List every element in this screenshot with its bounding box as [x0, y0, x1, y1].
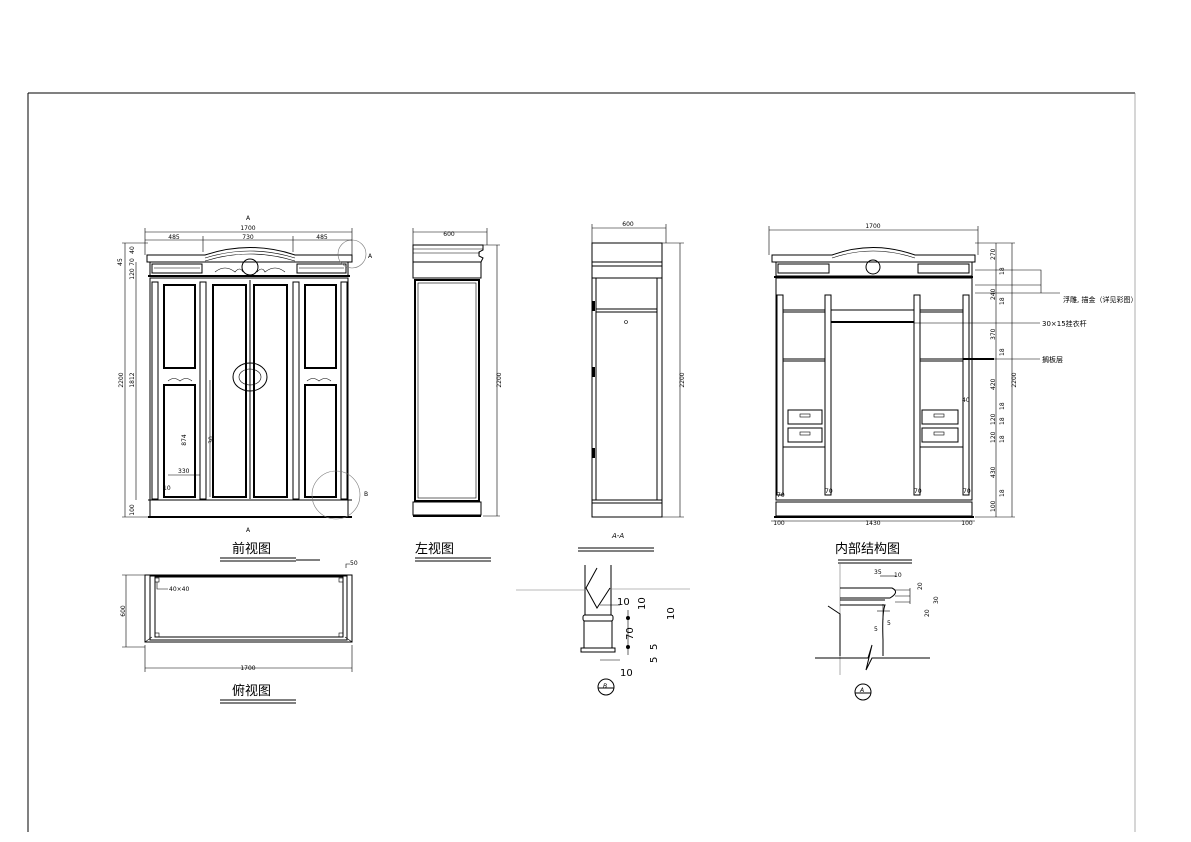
dim-b-1: 10: [617, 597, 630, 608]
dim-internal-right: 18: [999, 489, 1006, 497]
dim-front-panel-width: 330: [178, 468, 190, 475]
dim-front-top-3: 120: [129, 268, 136, 280]
dim-top-post: 40×40: [169, 586, 189, 593]
dim-front-panel-height: 874: [181, 434, 188, 446]
dim-internal-right: 18: [999, 402, 1006, 410]
dim-internal-right: 270: [990, 248, 997, 260]
dim-a-6: 5: [887, 620, 891, 627]
dim-top-width: 1700: [240, 665, 255, 672]
dim-internal-right: 430: [990, 466, 997, 478]
dim-internal-right: 240: [990, 288, 997, 300]
dim-front-side-right: 485: [316, 234, 328, 241]
dim-front-height: 2200: [118, 372, 125, 387]
crest-ornament: [241, 258, 259, 276]
title-top-view: 俯视图: [232, 683, 271, 699]
post-label: 40: [962, 397, 970, 404]
dim-top-depth: 600: [120, 605, 127, 617]
internal-right-dims: 270 18 240 18 370 18 420 18 120 18 120 1…: [990, 248, 1006, 512]
title-internal-view: 内部结构图: [835, 541, 900, 557]
dim-internal-right: 120: [990, 431, 997, 443]
dim-a-5: 20: [924, 609, 931, 617]
dim-front-width: 1700: [240, 225, 255, 232]
dim-section-depth: 600: [622, 221, 634, 228]
dim-internal-bottom-3: 100: [961, 520, 973, 527]
dim-front-center: 730: [242, 234, 254, 241]
dim-internal-right: 370: [990, 328, 997, 340]
title-left-view: 左视图: [415, 542, 454, 557]
dim-a-2: 10: [894, 572, 902, 579]
dim-internal-bottom-2: 1430: [865, 520, 880, 527]
dim-front-handle: 30: [208, 436, 215, 444]
dim-a-4: 30: [933, 596, 940, 604]
detail-marker-b: B: [364, 491, 368, 498]
dim-internal-right: 120: [990, 413, 997, 425]
dim-front-body-height: 1812: [129, 372, 136, 387]
note-shelf: 搁板层: [1042, 355, 1063, 364]
dim-internal-height: 2200: [1011, 372, 1018, 387]
dim-front-cornice: 45: [117, 258, 124, 266]
dim-internal-right: 18: [999, 417, 1006, 425]
door-handle-ornament: [232, 362, 268, 392]
left-view: [412, 228, 500, 517]
dim-internal-right: 18: [999, 348, 1006, 356]
dim-b-2: 10: [637, 597, 648, 610]
front-view: [122, 228, 367, 520]
note-hanging-rod: 30×15挂衣杆: [1042, 319, 1087, 328]
dim-internal-right: 18: [999, 435, 1006, 443]
post-label: 70: [963, 488, 971, 495]
dim-front-side-left: 485: [168, 234, 180, 241]
dim-internal-width: 1700: [865, 223, 880, 230]
dim-top-offset: 50: [350, 560, 358, 567]
dim-front-top-1: 40: [129, 246, 136, 254]
dim-a-7: 5: [874, 626, 878, 633]
sheet-frame: [27, 92, 1136, 832]
dim-internal-right: 18: [999, 267, 1006, 275]
top-view: [122, 559, 353, 672]
dim-internal-bottom-1: 100: [773, 520, 785, 527]
post-label: 70: [777, 492, 785, 499]
dim-front-edge: 10: [163, 485, 171, 492]
title-front-view: 前视图: [232, 541, 271, 557]
dim-internal-right: 18: [999, 297, 1006, 305]
detail-a-marker: A: [859, 687, 864, 694]
dim-b-7: 10: [620, 668, 633, 679]
title-section-view: A-A: [611, 532, 624, 540]
dim-a-3: 20: [917, 582, 924, 590]
dim-left-height: 2200: [496, 372, 503, 387]
dim-b-5: 5: [649, 644, 660, 650]
dim-internal-right: 420: [990, 378, 997, 390]
dim-section-height: 2200: [679, 372, 686, 387]
internal-view: [768, 226, 1060, 522]
post-label: 70: [825, 488, 833, 495]
detail-b-marker: B: [603, 683, 607, 690]
section-marker-bottom: A: [246, 527, 251, 534]
dim-front-top-2: 70: [129, 258, 136, 266]
note-carving: 浮雕, 描金（详见彩图）: [1063, 295, 1137, 304]
detail-b: [516, 565, 690, 696]
dim-front-plinth: 100: [129, 504, 136, 516]
section-marker-top: A: [246, 215, 251, 222]
dim-internal-right: 100: [990, 500, 997, 512]
dim-b-6: 5: [649, 657, 660, 663]
post-label: 70: [914, 488, 922, 495]
dim-b-4: 70: [625, 627, 636, 640]
dim-a-1: 35: [874, 569, 882, 576]
dim-left-depth: 600: [443, 231, 455, 238]
detail-marker-a: A: [368, 253, 373, 260]
dim-b-3: 10: [666, 607, 677, 620]
detail-a: [815, 563, 930, 701]
section-view: [591, 224, 684, 518]
